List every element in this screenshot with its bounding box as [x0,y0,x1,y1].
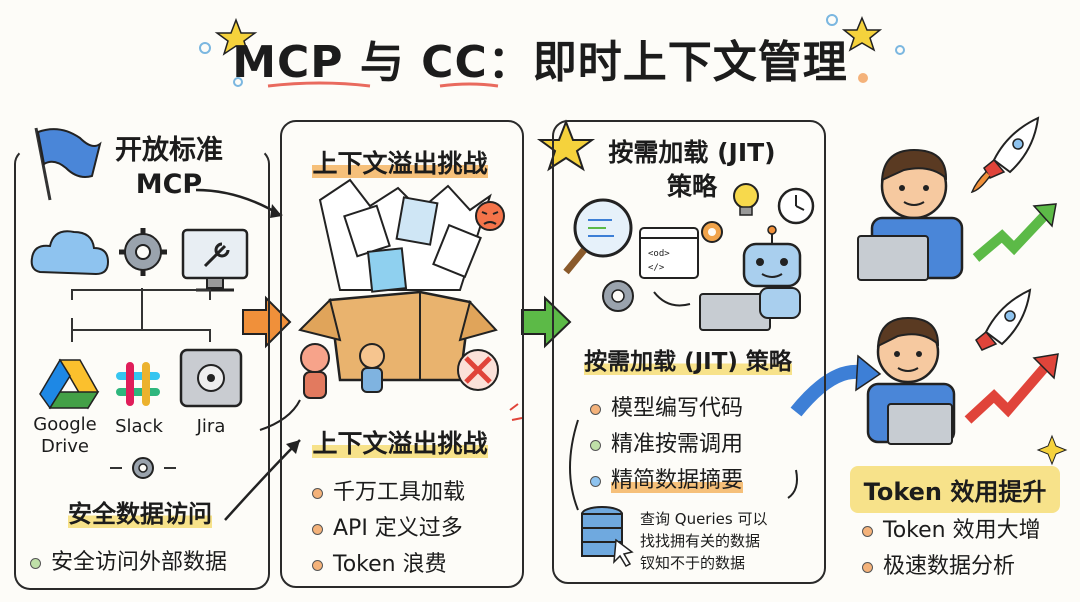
trend-arrow-icon [964,362,1050,424]
developer-icon [866,316,956,445]
developer-icon [857,148,964,281]
list-item: 模型编写代码 [590,390,743,422]
list-item: Token 效用大增 [862,512,1041,544]
circle-decor [895,45,905,55]
circle-decor [233,77,243,87]
overflow-box-icon [298,178,498,382]
secure-access-title: 安全数据访问 [68,500,212,528]
slack-icon [116,362,160,406]
token-boost-title: Token 效用提升 [850,466,1060,513]
magnifier-icon [563,198,633,275]
list-item: Token 浪费 [312,546,447,578]
error-cross-icon [457,349,499,391]
overflow-heading: 上下文溢出挑战 [312,149,488,178]
rocket-icon [970,116,1040,194]
svg-text:</>: </> [648,263,665,273]
list-item: 精简数据摘要 [590,462,744,494]
gear-icon [119,228,167,276]
lightbulb-icon [733,183,759,216]
overflow-section-title: 上下文溢出挑战 [312,429,488,458]
monitor-wrench-icon [181,228,249,292]
arrow-icon [790,364,859,417]
list-item: API 定义过多 [312,510,463,542]
page-title: MCP 与 CC：即时上下文管理 [232,37,848,88]
mcp-heading: 开放标准 MCP [115,135,223,200]
stressed-person-icon [300,343,385,399]
angry-face-icon [475,201,505,231]
star-icon [214,17,258,56]
cloud-icon [30,230,110,276]
svg-text:<od>: <od> [648,249,670,259]
gear-icon [602,280,634,312]
panel-jit-strategy [552,120,826,584]
list-item: 极速数据分析 [862,548,1015,580]
list-item: 精准按需调用 [590,426,743,458]
arrow-icon [259,399,301,431]
trend-arrow-icon [972,210,1050,262]
circle-decor [199,42,211,54]
safe-icon [179,348,243,408]
clock-icon [777,187,815,225]
query-note: 查询 Queries 可以 找找拥有关的数据 钗知不于的数据 [640,510,768,572]
robot-icon [699,225,802,331]
circle-decor [858,73,868,83]
service-label-google-drive: Google Drive [33,414,97,457]
rocket-icon [975,288,1032,351]
flag-icon [34,127,102,201]
database-icon [581,506,634,567]
service-label-jira: Jira [196,416,226,437]
circle-decor [826,14,838,26]
google-drive-icon [39,358,100,410]
arrow-icon [242,295,292,349]
code-window-icon: <od> </> [639,227,699,279]
sparkle-icon [1036,434,1068,466]
arrow-icon [521,295,572,349]
star-icon [841,16,883,52]
jit-section-title: 按需加载 (JIT) 策略 [584,349,792,375]
gear-icon [110,457,176,479]
list-item: 千万工具加载 [312,474,465,506]
gear-icon [701,221,723,243]
list-item: 安全访问外部数据 [30,544,227,576]
panel-mcp-standard [14,148,270,590]
panel-context-overflow [280,120,524,588]
service-label-slack: Slack [115,416,163,437]
jit-heading: 按需加载 (JIT) 策略 [608,138,776,201]
